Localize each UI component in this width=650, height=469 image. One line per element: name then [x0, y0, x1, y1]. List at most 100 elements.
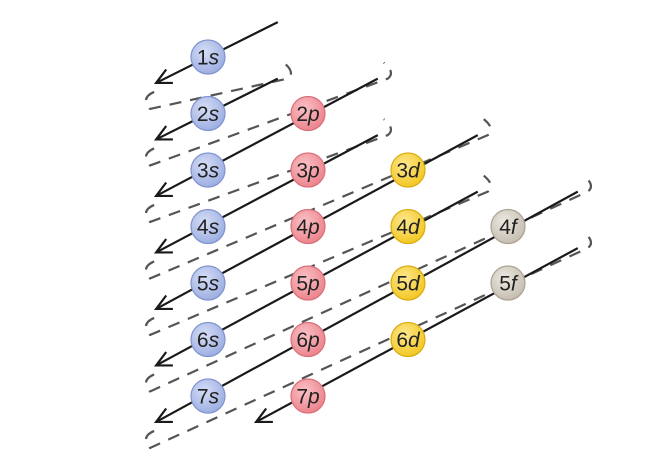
orbital-6p: 6p: [290, 321, 326, 358]
return-connectors: [144, 61, 593, 450]
principal-number: 5: [499, 273, 511, 296]
orbital-circle: [290, 152, 326, 188]
subshell-letter: d: [408, 216, 421, 239]
orbital-4p: 4p: [290, 208, 326, 245]
dashed-connector-1: [144, 61, 393, 167]
subshell-letter: p: [307, 273, 320, 296]
arrowhead-4: [153, 294, 173, 311]
subshell-letter: s: [209, 273, 220, 296]
subshell-letter: p: [307, 160, 320, 183]
orbital-label: 4p: [296, 216, 319, 239]
principal-number: 4: [396, 216, 408, 239]
principal-number: 7: [197, 386, 209, 409]
principal-number: 1: [197, 47, 209, 70]
arrowhead-5: [153, 351, 173, 367]
orbital-label: 6d: [396, 329, 421, 352]
principal-number: 3: [197, 160, 209, 183]
orbital-2p: 2p: [290, 95, 326, 132]
orbital-circle: [390, 208, 426, 245]
arrow-line-3: [155, 134, 379, 254]
orbital-5p: 5p: [290, 265, 326, 301]
orbital-label: 7p: [296, 386, 319, 409]
principal-number: 5: [396, 273, 408, 296]
orbital-circle: [190, 39, 226, 75]
subshell-letter: d: [408, 329, 421, 352]
orbital-circle: [390, 265, 426, 301]
arrowhead-2: [153, 181, 173, 198]
orbital-label: 3d: [396, 160, 421, 183]
orbital-label: 4f: [499, 216, 519, 239]
orbital-label: 6s: [197, 329, 220, 352]
orbital-label: 6p: [296, 329, 319, 352]
arrowhead-6: [153, 407, 173, 424]
orbital-1s: 1s: [190, 39, 226, 75]
subshell-letter: p: [307, 329, 320, 352]
orbital-circle: [290, 95, 326, 132]
orbital-3p: 3p: [290, 152, 326, 188]
principal-number: 5: [296, 273, 308, 296]
subshell-letter: f: [511, 273, 519, 296]
orbital-7p: 7p: [290, 378, 326, 414]
orbital-6d: 6d: [390, 321, 426, 358]
dashed-connector-0: [144, 61, 293, 111]
principal-number: 6: [296, 329, 308, 352]
orbital-circle: [190, 321, 226, 358]
subshell-letter: s: [209, 386, 220, 409]
orbital-label: 5p: [296, 273, 319, 296]
orbital-circle: [190, 265, 226, 301]
orbital-circle: [290, 208, 326, 245]
subshell-letter: p: [307, 216, 320, 239]
orbital-2s: 2s: [190, 95, 226, 132]
orbital-circle: [290, 378, 326, 414]
orbital-4f: 4f: [490, 208, 526, 245]
orbital-label: 5d: [396, 273, 421, 296]
dashed-connector-4: [144, 174, 493, 337]
dashed-connector-6: [144, 231, 593, 450]
subshell-letter: s: [209, 103, 220, 126]
orbital-label: 5s: [197, 273, 220, 296]
orbital-circle: [190, 208, 226, 245]
orbital-label: 5f: [499, 273, 519, 296]
subshell-letter: s: [209, 47, 220, 70]
principal-number: 5: [197, 273, 209, 296]
subshell-letter: s: [209, 160, 220, 183]
principal-number: 3: [396, 160, 408, 183]
subshell-letter: d: [408, 273, 421, 296]
orbital-circle: [290, 265, 326, 301]
arrowhead-1: [153, 125, 173, 141]
subshell-letter: s: [209, 216, 220, 239]
principal-number: 3: [296, 160, 308, 183]
subshell-letter: p: [307, 386, 320, 409]
orbital-circle: [190, 152, 226, 188]
orbital-7s: 7s: [190, 378, 226, 414]
dashed-connector-2: [144, 118, 393, 224]
principal-number: 2: [197, 103, 209, 126]
principal-number: 7: [296, 386, 308, 409]
orbital-5s: 5s: [190, 265, 226, 301]
orbital-4d: 4d: [390, 208, 426, 245]
orbital-4s: 4s: [190, 208, 226, 245]
orbital-label: 3s: [197, 160, 220, 183]
principal-number: 4: [499, 216, 511, 239]
orbital-circle: [390, 152, 426, 188]
arrowhead-0: [153, 68, 173, 85]
orbital-3s: 3s: [190, 152, 226, 188]
orbital-circle: [490, 208, 526, 245]
orbital-5d: 5d: [390, 265, 426, 301]
subshell-letter: p: [307, 103, 320, 126]
orbital-label: 2s: [197, 103, 220, 126]
principal-number: 6: [396, 329, 408, 352]
dashed-connector-5: [144, 174, 593, 393]
principal-number: 2: [296, 103, 308, 126]
dashed-connector-3: [144, 118, 493, 280]
orbital-6s: 6s: [190, 321, 226, 358]
orbital-label: 1s: [197, 47, 220, 70]
arrowhead-3: [153, 238, 173, 254]
subshell-letter: f: [511, 216, 519, 239]
orbital-circle: [190, 95, 226, 132]
orbital-label: 3p: [296, 160, 319, 183]
orbital-5f: 5f: [490, 265, 526, 301]
orbital-label: 2p: [296, 103, 319, 126]
